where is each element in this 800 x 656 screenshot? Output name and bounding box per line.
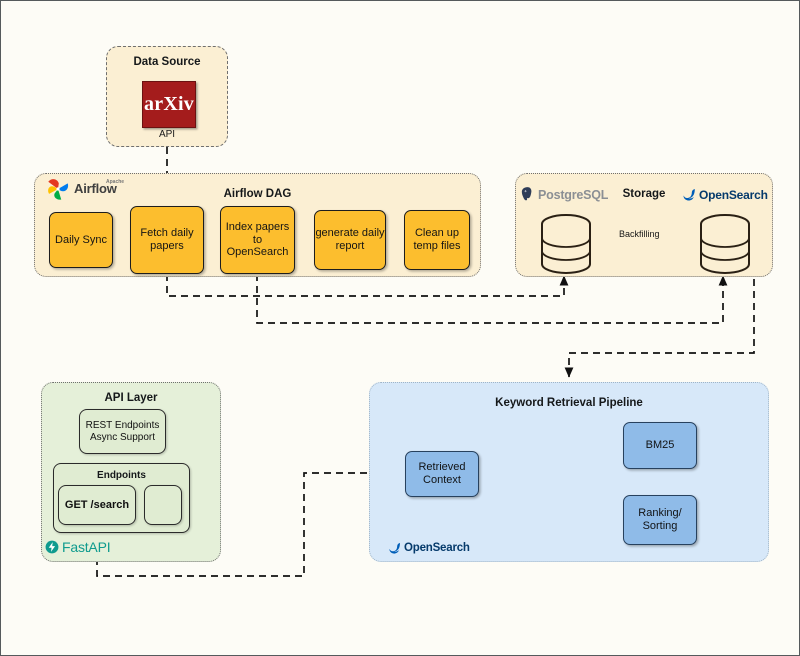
apache-airflow-logo: Apache Airflow [45, 176, 124, 202]
ranking-sorting-line1: Ranking/ [638, 507, 682, 520]
arxiv-logo: arXiv [142, 81, 196, 128]
task-index-papers-to-opensearch[interactable]: Index papers to OpenSearch [220, 206, 295, 274]
task-index-papers-label: Index papers to OpenSearch [225, 220, 290, 259]
opensearch-swirl-icon-pipeline [389, 542, 400, 554]
opensearch-swirl-icon [683, 189, 695, 201]
endpoint-placeholder[interactable] [144, 485, 182, 525]
fastapi-logo-text: FastAPI [62, 539, 111, 555]
airflow-logo-sub: Apache [106, 179, 125, 185]
endpoints-title: Endpoints [97, 470, 146, 481]
edge-fetch-to-postgres [166, 274, 569, 297]
keyword-pipeline-title: Keyword Retrieval Pipeline [495, 397, 643, 409]
api-capabilities-line2: Async Support [89, 431, 156, 443]
task-clean-up-temp-files-label: Clean up temp files [413, 227, 461, 252]
airflow-logo-text: Airflow [74, 181, 117, 196]
task-daily-sync[interactable]: Daily Sync [49, 212, 113, 268]
edge-index-to-opensearch [256, 274, 728, 324]
node-retrieved-context[interactable]: Retrieved Context [405, 451, 479, 497]
postgresql-logo-text: PostgreSQL [538, 187, 609, 202]
postgresql-elephant-icon [521, 187, 532, 201]
arxiv-logo-label: arXiv [144, 93, 194, 115]
task-fetch-daily-papers[interactable]: Fetch daily papers [130, 206, 204, 274]
task-generate-daily-report-label: generate daily report [315, 227, 385, 252]
task-clean-up-temp-files[interactable]: Clean up temp files [404, 210, 470, 270]
endpoint-get-search-label: GET /search [64, 498, 130, 511]
api-layer-title: API Layer [104, 392, 158, 404]
data-source-title: Data Source [133, 56, 201, 68]
node-ranking-sorting[interactable]: Ranking/ Sorting [623, 495, 697, 545]
fastapi-logo: FastAPI [45, 539, 111, 555]
node-bm25[interactable]: BM25 [623, 422, 697, 469]
postgresql-logo: PostgreSQL [519, 186, 608, 203]
opensearch-logo-text-storage: OpenSearch [699, 187, 768, 202]
api-capabilities-line1: REST Endpoints [85, 419, 160, 431]
retrieved-context-line1: Retrieved [418, 461, 466, 474]
backfilling-label: Backfilling [619, 229, 660, 239]
storage-title: Storage [622, 188, 666, 200]
opensearch-logo-pipeline: OpenSearch [388, 541, 470, 555]
task-generate-daily-report[interactable]: generate daily report [314, 210, 386, 270]
endpoint-get-search[interactable]: GET /search [58, 485, 136, 525]
airflow-pinwheel-icon [48, 179, 69, 200]
api-edge-label: API [158, 129, 176, 140]
opensearch-logo-storage: OpenSearch [682, 187, 768, 202]
opensearch-logo-text-pipeline: OpenSearch [404, 542, 470, 554]
task-fetch-daily-papers-label: Fetch daily papers [140, 227, 194, 252]
bm25-label: BM25 [645, 439, 675, 452]
postgres-database-icon [538, 212, 594, 281]
api-capabilities-box: REST Endpoints Async Support [79, 409, 166, 454]
fastapi-bolt-icon [45, 540, 59, 554]
airflow-dag-title: Airflow DAG [223, 188, 292, 200]
task-daily-sync-label: Daily Sync [55, 233, 107, 246]
retrieved-context-line2: Context [423, 474, 461, 486]
opensearch-database-icon [697, 212, 753, 281]
ranking-sorting-line2: Sorting [642, 520, 678, 532]
